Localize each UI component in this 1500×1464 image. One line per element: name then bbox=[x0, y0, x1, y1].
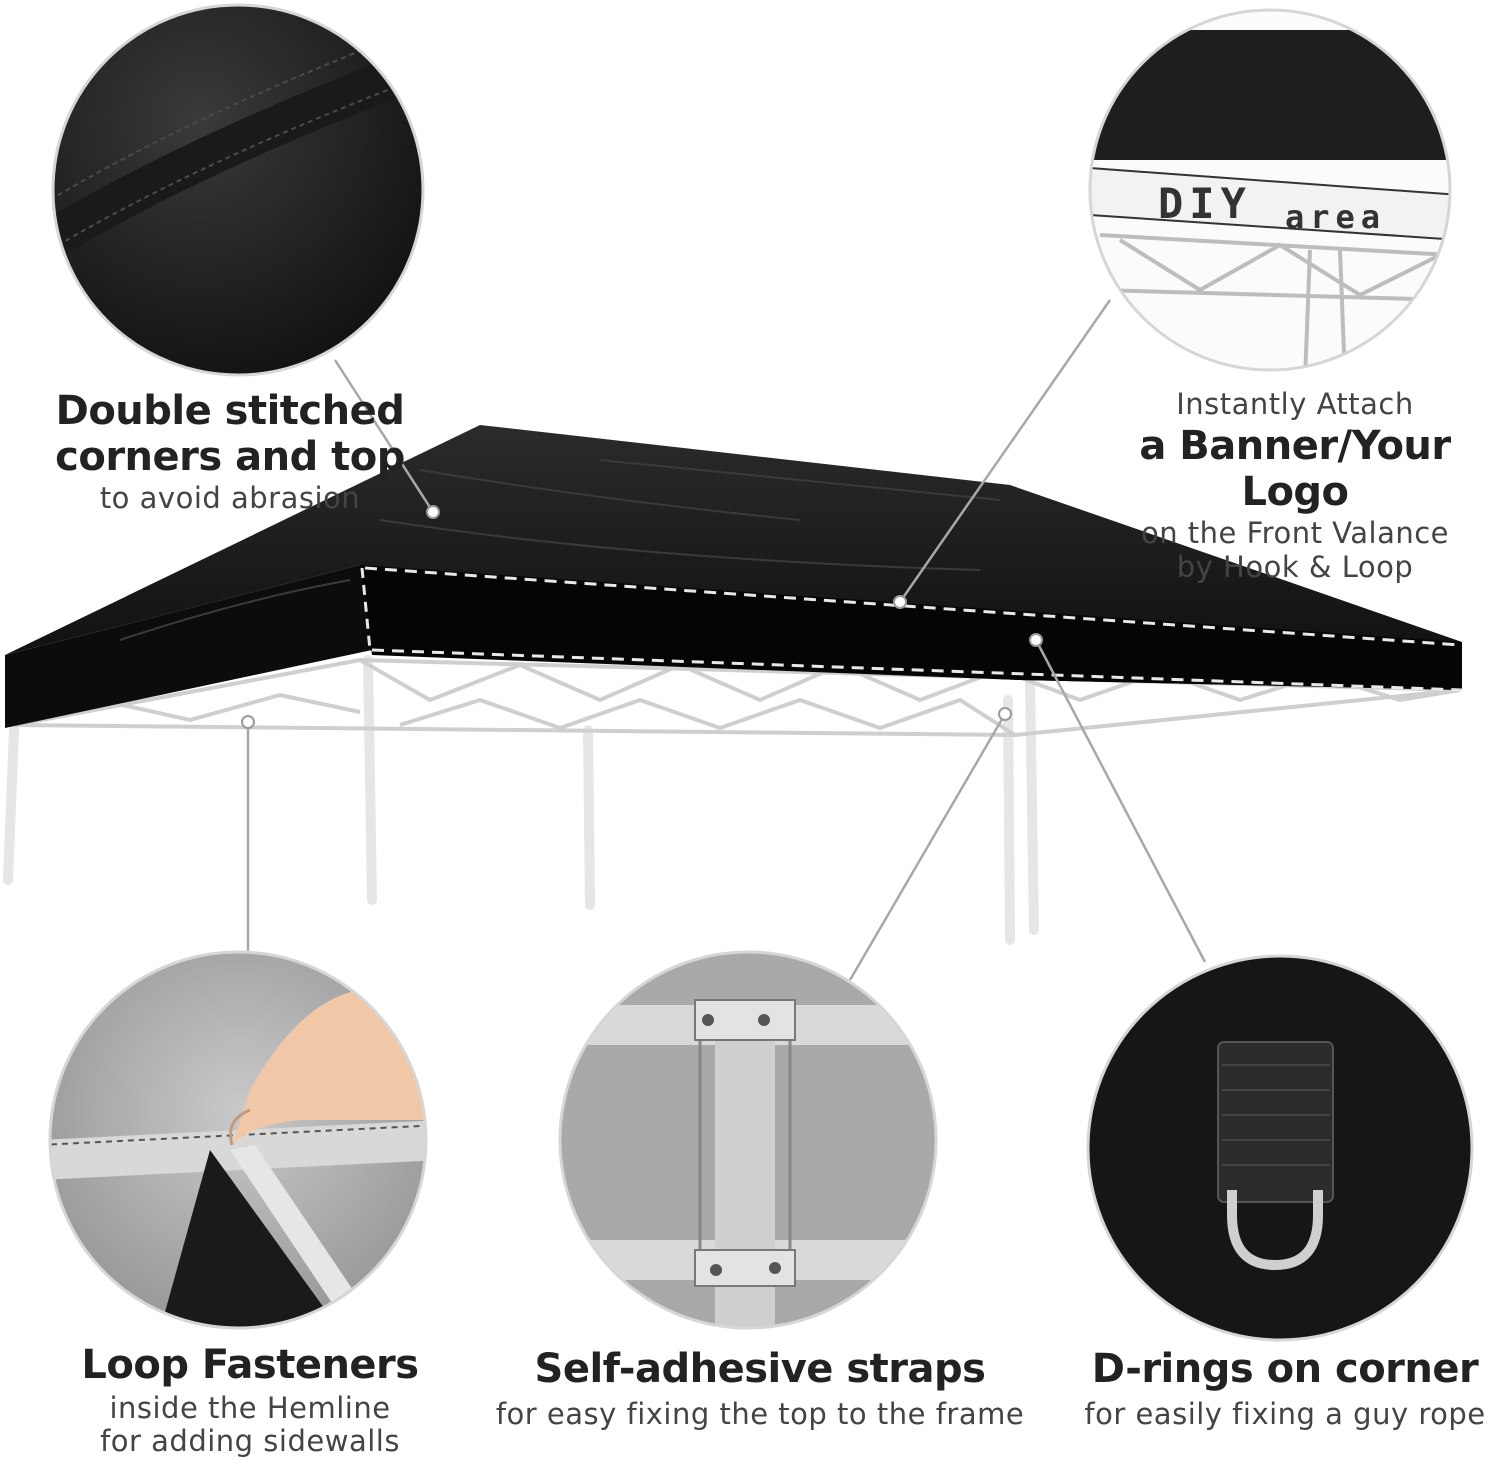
feature-banner-desc-2: by Hook & Loop bbox=[1176, 549, 1414, 584]
feature-loop: Loop Fasteners inside the Hemline for ad… bbox=[40, 1342, 460, 1459]
feature-stitched: Double stitched corners and top to avoid… bbox=[40, 388, 420, 515]
detail-circle-stitching bbox=[51, 3, 425, 377]
feature-banner-intro: Instantly Attach bbox=[1176, 387, 1414, 421]
feature-stitched-title-2: corners and top bbox=[55, 434, 405, 480]
feature-banner-title: a Banner/Your Logo bbox=[1139, 423, 1451, 516]
feature-loop-desc-1: inside the Hemline bbox=[109, 1391, 391, 1425]
feature-stitched-title-1: Double stitched bbox=[55, 388, 405, 434]
feature-banner: Instantly Attach a Banner/Your Logo on t… bbox=[1080, 387, 1500, 584]
detail-circle-loop bbox=[48, 950, 428, 1330]
feature-drings-title: D-rings on corner bbox=[1091, 1346, 1479, 1392]
feature-stitched-desc: to avoid abrasion bbox=[99, 481, 361, 515]
diy-sign-word2: area bbox=[1285, 198, 1386, 236]
detail-circle-straps bbox=[558, 950, 938, 1330]
leader-lines bbox=[246, 299, 1207, 981]
diy-sign-word1: DIY bbox=[1158, 179, 1252, 228]
canopy-tent bbox=[3, 425, 1463, 945]
tent-legs bbox=[3, 655, 1039, 945]
detail-circle-banner: DIY area bbox=[1088, 8, 1452, 372]
leader-dots bbox=[241, 505, 1043, 729]
feature-drings-desc: for easily fixing a guy rope bbox=[1084, 1397, 1486, 1431]
feature-straps-title: Self-adhesive straps bbox=[534, 1346, 986, 1392]
feature-loop-desc-2: for adding sidewalls bbox=[100, 1424, 400, 1459]
feature-drings: D-rings on corner for easily fixing a gu… bbox=[1070, 1346, 1500, 1431]
feature-straps: Self-adhesive straps for easy fixing the… bbox=[480, 1346, 1040, 1431]
feature-banner-desc-1: on the Front Valance bbox=[1140, 516, 1450, 551]
detail-circle-dring bbox=[1086, 954, 1474, 1342]
feature-loop-title: Loop Fasteners bbox=[81, 1342, 419, 1388]
feature-straps-desc: for easy fixing the top to the frame bbox=[495, 1397, 1025, 1431]
